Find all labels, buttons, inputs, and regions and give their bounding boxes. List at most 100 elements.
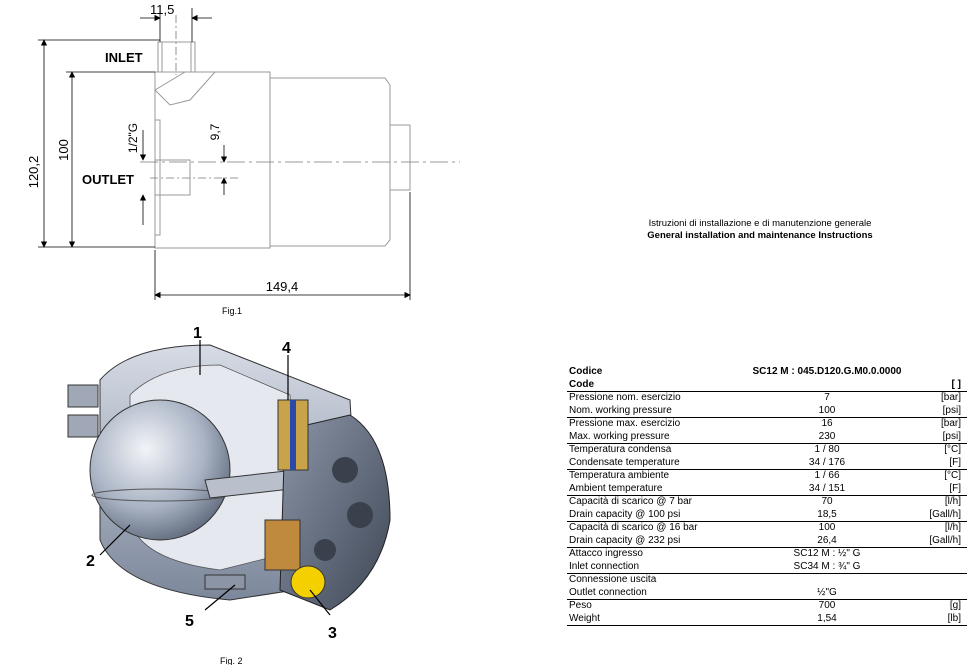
spec-unit	[907, 574, 967, 587]
table-row: Capacità di scarico @ 16 bar 100 [l/h]	[567, 522, 967, 535]
spec-unit: [F]	[907, 482, 967, 496]
spec-unit: [Gall/h]	[907, 534, 967, 548]
spec-label: Attacco ingresso	[569, 548, 643, 559]
spec-unit: [°C]	[944, 470, 961, 481]
table-row: Peso 700 [g]	[567, 600, 967, 613]
callout-5: 5	[185, 613, 194, 630]
dim-thread-label: 1/2"G	[126, 123, 140, 153]
spec-label: Outlet connection	[567, 586, 747, 600]
spec-value: ½"G	[747, 586, 907, 600]
spec-value	[747, 574, 907, 587]
spec-unit: [bar]	[940, 392, 961, 403]
spec-value: 16	[821, 418, 833, 429]
spec-label: Condensate temperature	[567, 456, 747, 470]
spec-value: 7	[824, 392, 830, 403]
table-row: Temperatura condensa 1 / 80 [°C]	[567, 444, 967, 457]
table-row: Pressione max. esercizio 16 [bar]	[567, 418, 967, 431]
spec-unit	[907, 586, 967, 600]
fig1-caption: Fig.1	[222, 306, 242, 316]
spec-value: 18,5	[747, 508, 907, 522]
spec-unit: [lb]	[907, 612, 967, 626]
callout-1: 1	[193, 325, 202, 342]
spec-value: SC34 M : ¾" G	[747, 560, 907, 574]
spec-value: 1 / 80	[814, 444, 840, 455]
spec-value: 1,54	[747, 612, 907, 626]
spec-label: Temperatura condensa	[569, 444, 672, 455]
spec-unit: [psi]	[907, 404, 967, 418]
table-row: Temperatura ambiente 1 / 66 [°C]	[567, 470, 967, 483]
inlet-label: INLET	[105, 50, 143, 65]
spec-table: Codice SC12 M : 045.D120.G.M0.0.0000 Cod…	[567, 366, 967, 626]
table-row: Connessione uscita	[567, 574, 967, 587]
dim-length-label: 149,4	[266, 279, 299, 294]
table-row: Attacco ingresso SC12 M : ½" G	[567, 548, 967, 561]
valve-outline	[154, 41, 411, 249]
spec-value: 34 / 151	[747, 482, 907, 496]
spec-value: 70	[821, 496, 833, 507]
spec-value: 700	[818, 600, 836, 611]
spec-unit	[907, 548, 967, 561]
spec-value: 230	[747, 430, 907, 444]
table-row: Code [ ]	[567, 378, 967, 392]
spec-unit: [°C]	[944, 444, 961, 455]
spec-label: Pressione max. esercizio	[569, 418, 681, 429]
heading-italian: Istruzioni di installazione e di manuten…	[648, 218, 872, 229]
drain-valve	[290, 565, 326, 599]
spec-value: 100	[747, 404, 907, 418]
spec-label: Capacità di scarico @ 16 bar	[569, 522, 698, 533]
spec-label: Pressione nom. esercizio	[569, 392, 681, 403]
fig1-drawing: 11,5 INLET OUTLET 120,2 100 1/2"G 9,7 14…	[26, 2, 460, 316]
spec-label: Max. working pressure	[567, 430, 747, 444]
spec-label: Ambient temperature	[567, 482, 747, 496]
spec-label: Inlet connection	[567, 560, 747, 574]
fig2-illustration: 1 4 2 3 5 Fig. 2	[67, 325, 391, 665]
table-row: Codice SC12 M : 045.D120.G.M0.0.0000	[567, 366, 967, 379]
spec-unit: [F]	[907, 456, 967, 470]
spec-unit: [bar]	[940, 418, 961, 429]
spec-unit	[907, 560, 967, 574]
spec-value: 34 / 176	[747, 456, 907, 470]
code-label-it: Codice	[569, 366, 603, 377]
spec-unit: [psi]	[907, 430, 967, 444]
spec-label: Drain capacity @ 100 psi	[567, 508, 747, 522]
dim-height-label: 100	[56, 139, 71, 161]
spec-label: Weight	[567, 612, 747, 626]
callout-2: 2	[86, 553, 95, 570]
outlet-label: OUTLET	[82, 172, 134, 187]
spec-label: Temperatura ambiente	[569, 470, 670, 481]
spec-label: Drain capacity @ 232 psi	[567, 534, 747, 548]
spec-label: Connessione uscita	[569, 574, 657, 585]
spec-value: SC12 M : ½" G	[793, 548, 861, 559]
spec-unit: [l/h]	[944, 522, 961, 533]
spec-unit: [l/h]	[944, 496, 961, 507]
spec-label: Capacità di scarico @ 7 bar	[569, 496, 692, 507]
spec-label: Peso	[569, 600, 592, 611]
dim-offset-label: 9,7	[208, 123, 222, 140]
table-row: Pressione nom. esercizio 7 [bar]	[567, 392, 967, 405]
code-label-en: Code	[567, 378, 747, 392]
dim-height-total-label: 120,2	[26, 156, 41, 189]
spec-unit: [g]	[949, 600, 961, 611]
callout-3: 3	[328, 625, 337, 642]
spec-unit: [Gall/h]	[907, 508, 967, 522]
table-row: Capacità di scarico @ 7 bar 70 [l/h]	[567, 496, 967, 509]
document-headings: Istruzioni di installazione e di manuten…	[600, 218, 920, 242]
code-unit: [ ]	[907, 378, 967, 392]
spec-value: 26,4	[747, 534, 907, 548]
spec-value: 100	[818, 522, 836, 533]
spec-value: 1 / 66	[814, 470, 840, 481]
dim-top-label: 11,5	[150, 2, 174, 17]
fig2-caption: Fig. 2	[220, 656, 243, 665]
callout-4: 4	[282, 340, 291, 357]
float-ball	[89, 399, 231, 541]
spec-label: Nom. working pressure	[567, 404, 747, 418]
